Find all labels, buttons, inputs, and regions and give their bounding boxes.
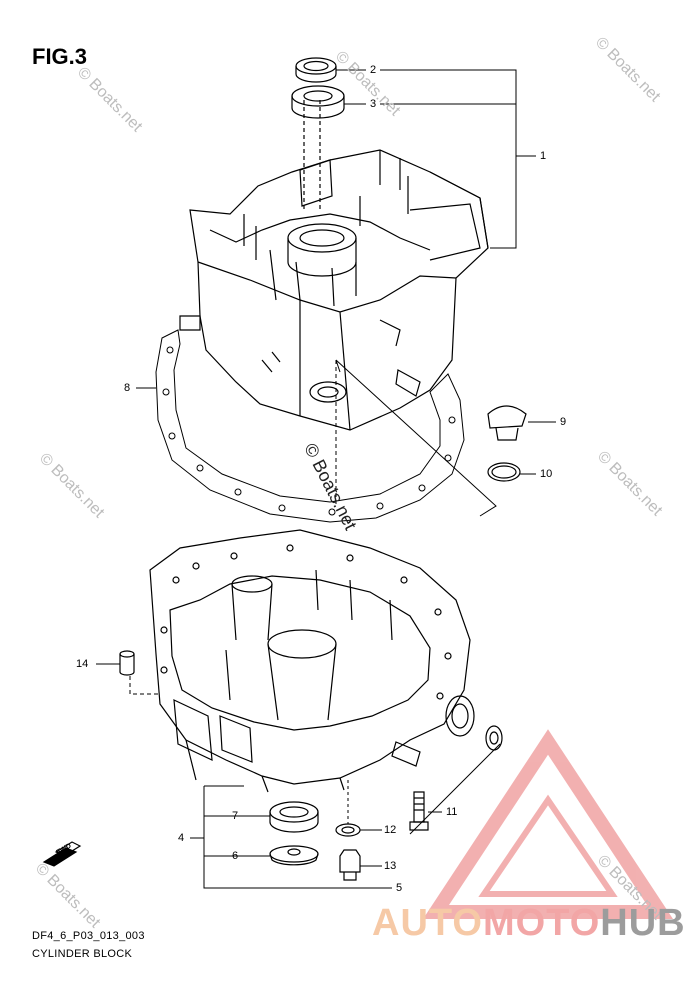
dowel-pin-part-14	[119, 650, 135, 676]
crankcase-part-4	[149, 529, 471, 793]
fwd-arrow-icon	[42, 841, 82, 867]
diagram-code: DF4_6_P03_013_003	[32, 930, 145, 942]
crankcase-side-seal	[445, 695, 503, 751]
callout-9: 9	[560, 416, 567, 428]
brand-part-3: HUB	[600, 902, 686, 944]
callout-11: 11	[446, 806, 458, 818]
callout-12: 12	[384, 824, 397, 836]
callout-6: 6	[232, 850, 239, 862]
callout-2: 2	[370, 64, 377, 76]
bearing-part-3	[291, 85, 345, 119]
brand-part-1: AUTO	[372, 902, 483, 944]
leader-lines	[96, 69, 556, 889]
o-ring-part-10	[487, 462, 521, 482]
callout-1: 1	[540, 150, 547, 162]
diagram-name: CYLINDER BLOCK	[32, 948, 133, 960]
callout-13: 13	[384, 860, 397, 872]
callout-10: 10	[540, 468, 553, 480]
oil-seal-part-2	[295, 57, 337, 83]
drain-plug-part-13	[339, 849, 361, 881]
brand-logo: AUTOMOTOHUB	[372, 902, 686, 945]
callout-14: 14	[76, 658, 89, 670]
cylinder-block-part-1	[179, 100, 489, 431]
figure-title: FIG.3	[32, 44, 88, 69]
callout-7: 7	[232, 810, 239, 822]
seal-part-7	[269, 801, 319, 833]
brand-part-2: MOTO	[482, 902, 601, 944]
plug-part-9	[487, 405, 527, 441]
callout-8: 8	[124, 382, 131, 394]
cap-part-6	[269, 845, 319, 866]
logo-triangle-icon	[423, 729, 673, 919]
gasket-part-8	[155, 329, 465, 523]
callout-3: 3	[370, 98, 377, 110]
callout-5: 5	[396, 882, 403, 894]
callout-4: 4	[178, 832, 185, 844]
washer-part-12	[335, 823, 361, 837]
